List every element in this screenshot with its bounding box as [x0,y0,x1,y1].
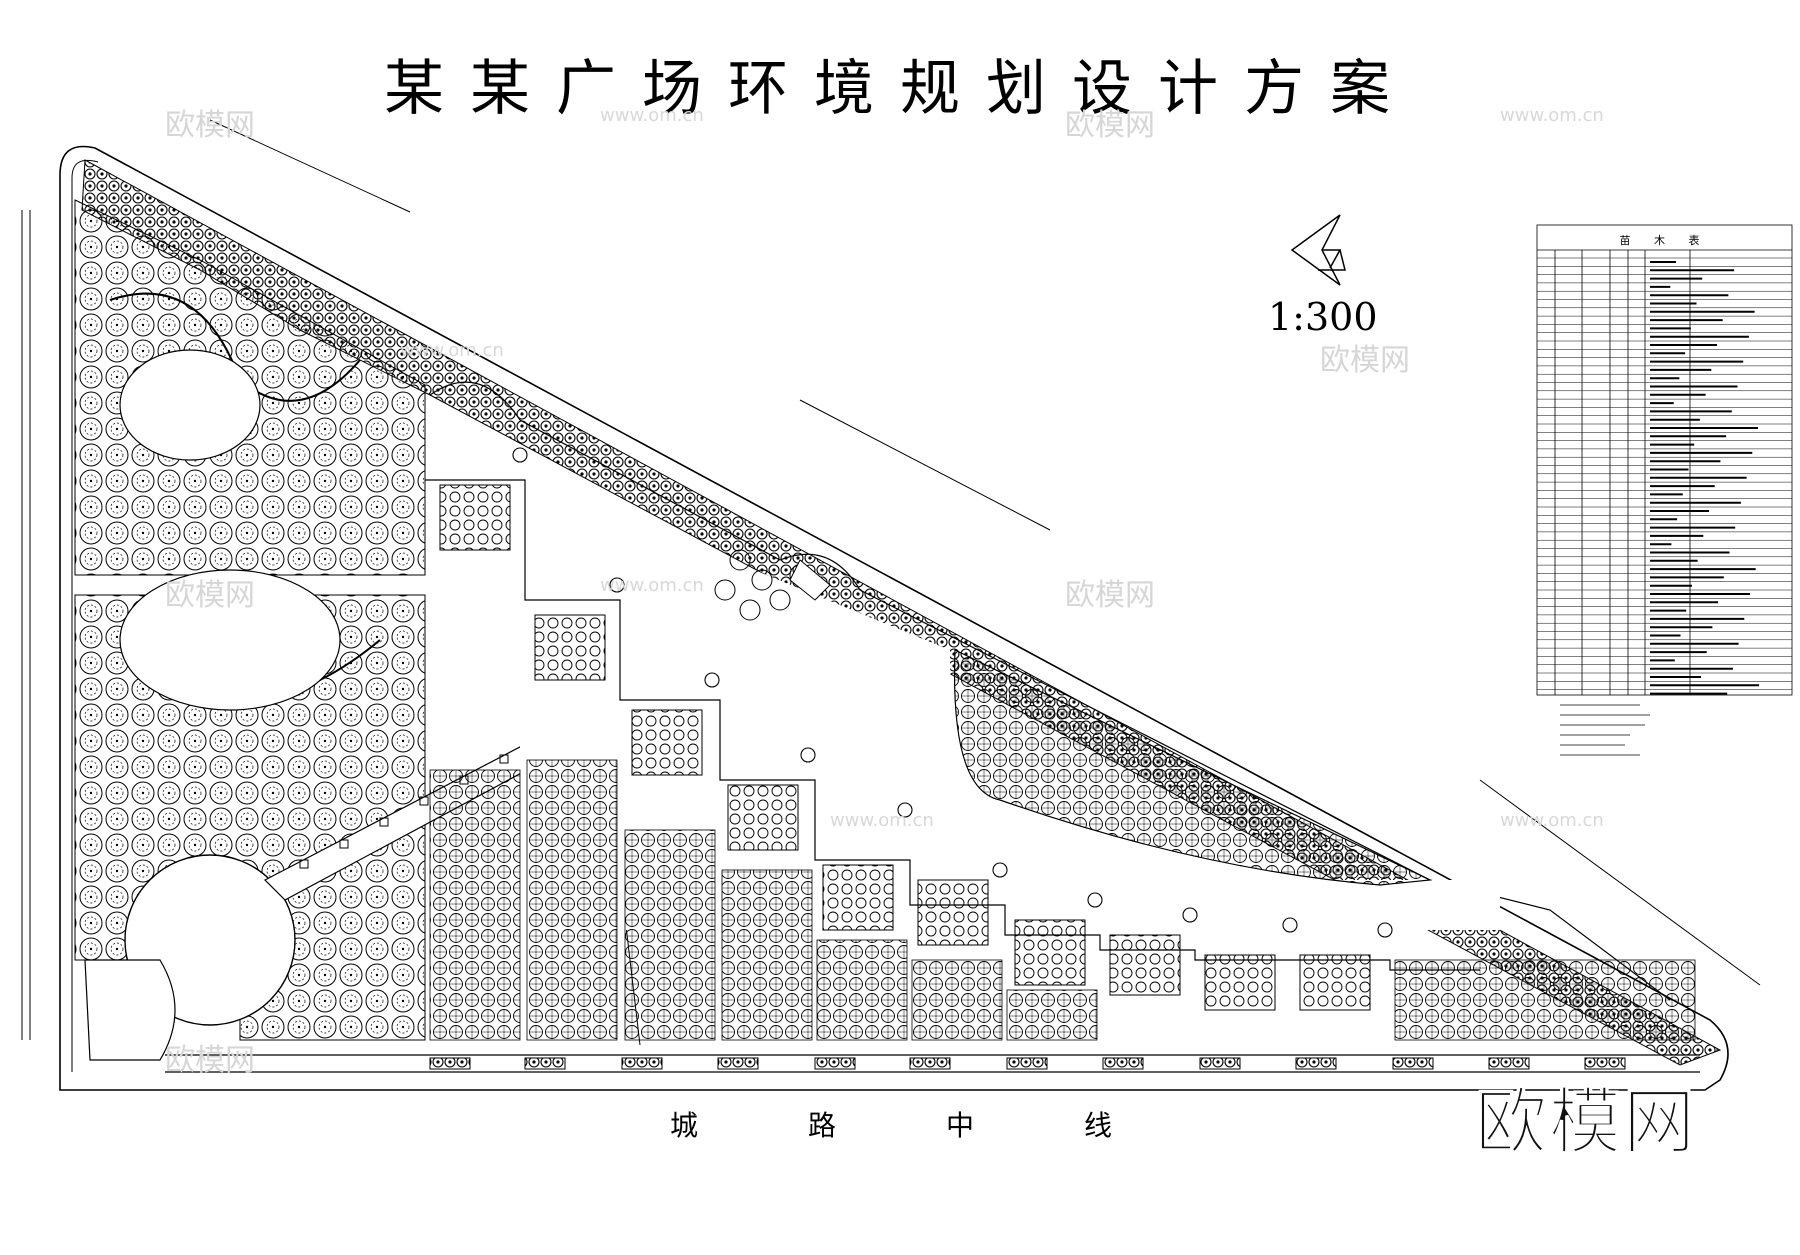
watermark-brand: 欧模网 [1065,578,1155,613]
brand-logo: 欧模网 [1474,1080,1698,1165]
tree-grid-3 [631,709,703,776]
tree-grid-2 [534,614,606,681]
plant-schedule-rows [1537,257,1792,695]
tree-grid-5 [822,864,894,931]
road-label-char: 线 [1084,1109,1113,1142]
watermark-url: www.om.cn [600,575,704,596]
drawing-title: 某某广场环境规划设计方案 [384,54,1416,124]
tree-grid-7 [1014,919,1086,986]
tree-grid-8 [1109,934,1181,996]
watermark-url: www.om.cn [1500,810,1604,831]
watermark-brand: 欧模网 [165,108,255,143]
tree-grid-10 [1299,954,1371,1011]
watermark-brand: 欧模网 [1065,108,1155,143]
north-arrow-icon [1290,214,1346,286]
table-notes [1560,704,1650,756]
east-garden [953,649,1433,886]
tree-grid-1 [439,484,511,551]
tree-grid-6 [917,879,989,946]
plant-table-title: 苗 木 表 [1619,234,1710,247]
watermark-url: www.om.cn [400,340,504,361]
lamp-posts [512,447,1393,938]
scale-label: 1:300 [1268,295,1378,339]
tree-grid-9 [1204,954,1276,1011]
road-label-char: 中 [946,1109,975,1142]
watermark-brand: 欧模网 [1320,343,1410,378]
watermark-brand: 欧模网 [165,578,255,613]
watermark-url: www.om.cn [1500,105,1604,126]
road-label-char: 路 [808,1109,837,1142]
road-centerline-label: 城路中线 [670,1104,1222,1144]
tree-grid-4 [727,784,799,851]
site-boundary [59,145,1729,1091]
road-planters [429,1057,1626,1070]
watermark-url: www.om.cn [830,810,934,831]
watermark-url: www.om.cn [600,105,704,126]
watermark-brand: 欧模网 [165,1043,255,1078]
road-label-char: 城 [670,1109,699,1142]
